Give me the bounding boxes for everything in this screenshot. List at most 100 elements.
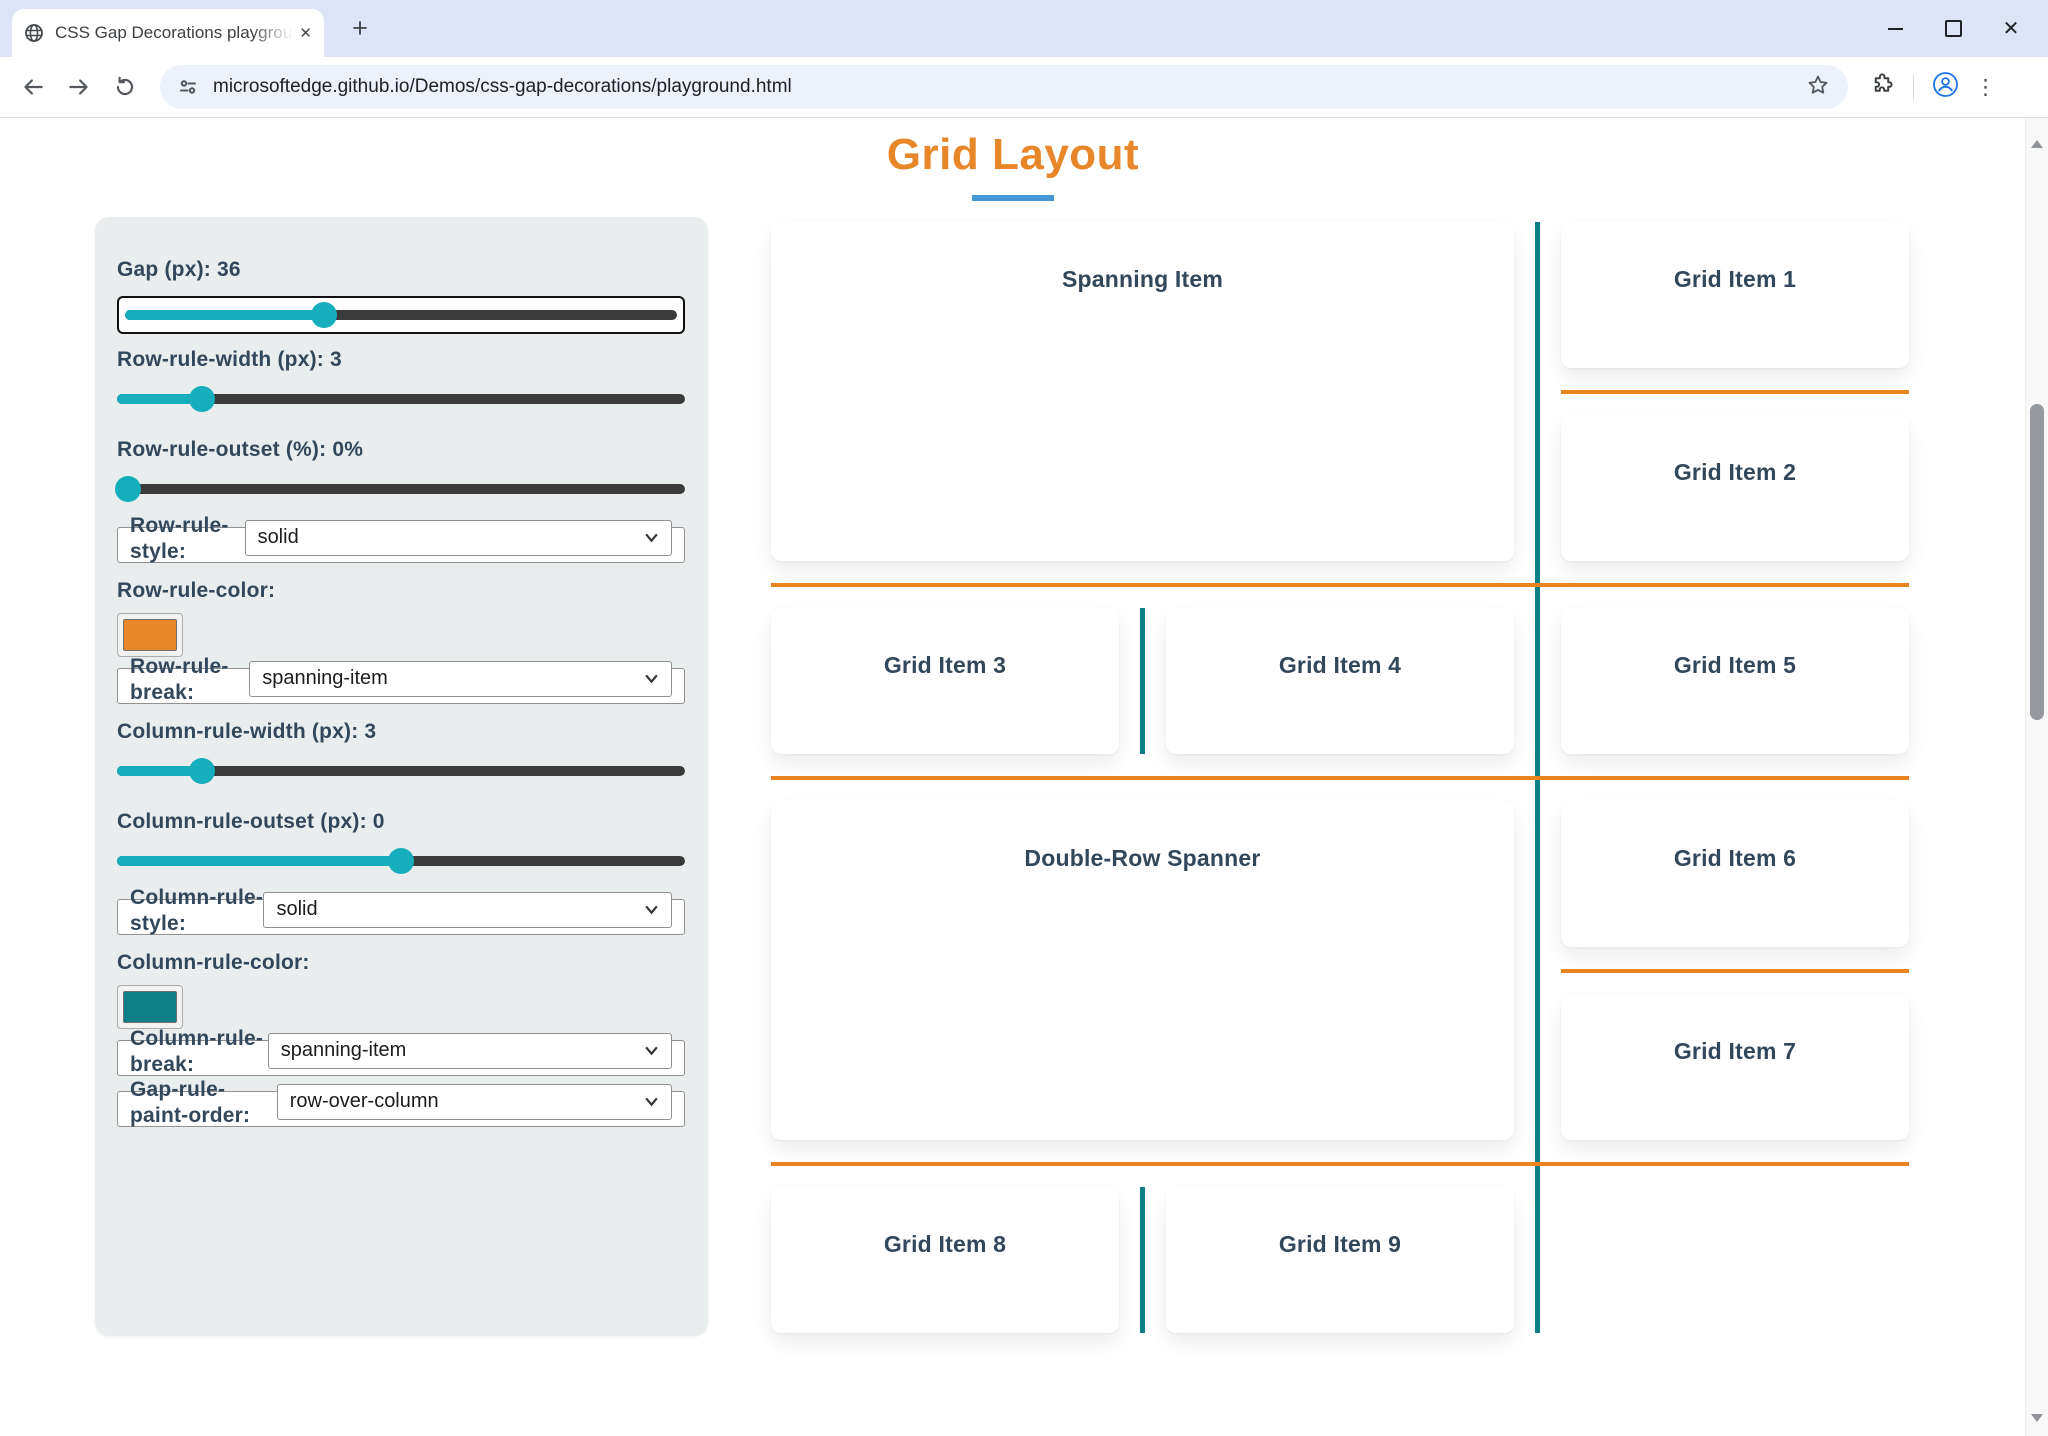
- column-rule-width-label: Column-rule-width (px): 3: [117, 720, 377, 743]
- slider-thumb[interactable]: [388, 848, 414, 874]
- row-rule: [771, 775, 1909, 780]
- row-rule-style-value: solid: [257, 526, 299, 548]
- scrollbar-thumb[interactable]: [2030, 404, 2044, 720]
- row-rule-color-label: Row-rule-color:: [117, 579, 276, 602]
- toolbar-separator: [1913, 74, 1914, 100]
- row-rule-width-label: Row-rule-width (px): 3: [117, 348, 342, 371]
- grid-item-grid-item-6: Grid Item 6: [1561, 801, 1909, 947]
- grid-item-grid-item-3: Grid Item 3: [771, 608, 1119, 754]
- chevron-down-icon: [645, 674, 658, 684]
- grid-item-label: Grid Item 7: [1673, 1038, 1797, 1064]
- row-rule: [1561, 968, 1909, 973]
- gap-label: Gap (px): 36: [117, 258, 241, 281]
- row-rule-break-select[interactable]: spanning-item: [249, 660, 672, 697]
- grid-item-label: Grid Item 8: [883, 1231, 1007, 1257]
- row-rule-outset-label: Row-rule-outset (%): 0%: [117, 438, 364, 461]
- grid-area: Spanning Item Grid Item 1 Grid Item 2 Grid …: [771, 222, 1909, 1333]
- grid-item-label: Grid Item 9: [1278, 1231, 1402, 1257]
- gap-rule-paint-order-select[interactable]: row-over-column: [276, 1083, 672, 1120]
- grid-item-double-row-spanner: Double-Row Spanner: [771, 801, 1514, 1140]
- chevron-down-icon: [645, 905, 658, 915]
- menu-kebab-icon[interactable]: ⋮: [1975, 75, 1996, 99]
- column-rule-style-label: Column-rule-style:: [130, 885, 264, 935]
- row-rule-color-swatch-color: [123, 619, 177, 651]
- window-close-button[interactable]: ✕: [2002, 17, 2020, 40]
- grid-item-label: Double-Row Spanner: [1024, 845, 1261, 871]
- browser-toolbar: microsoftedge.github.io/Demos/css-gap-de…: [0, 57, 2048, 118]
- grid-item-label: Grid Item 4: [1278, 652, 1402, 678]
- column-rule-color-swatch[interactable]: [117, 985, 183, 1029]
- slider-thumb[interactable]: [189, 758, 216, 784]
- forward-button[interactable]: [66, 74, 92, 100]
- grid-item-label: Grid Item 3: [883, 652, 1007, 678]
- grid-item-label: Grid Item 1: [1673, 266, 1797, 292]
- address-bar[interactable]: microsoftedge.github.io/Demos/css-gap-de…: [160, 65, 1848, 109]
- column-rule: [1140, 1187, 1145, 1333]
- gap-rule-paint-order-label: Gap-rule-paint-order:: [130, 1077, 251, 1127]
- gap-rule-paint-order-value: row-over-column: [289, 1090, 439, 1112]
- back-button[interactable]: [20, 74, 46, 100]
- column-rule-width-slider[interactable]: [117, 758, 685, 784]
- bookmark-star-icon[interactable]: [1806, 73, 1830, 102]
- row-rule-break-value: spanning-item: [262, 667, 388, 689]
- column-rule-outset-slider[interactable]: [117, 848, 685, 874]
- row-rule-width-slider[interactable]: [117, 386, 685, 412]
- scrollbar[interactable]: [2025, 118, 2048, 1436]
- favicon-globe-icon: [25, 24, 43, 42]
- column-rule: [1140, 608, 1145, 754]
- scroll-down-arrow-icon[interactable]: [2031, 1414, 2043, 1422]
- grid-item-label: Grid Item 6: [1673, 845, 1797, 871]
- column-rule-break-label: Column-rule-break:: [130, 1026, 264, 1076]
- grid-item-grid-item-2: Grid Item 2: [1561, 415, 1909, 561]
- slider-thumb[interactable]: [115, 476, 142, 502]
- slider-thumb[interactable]: [310, 302, 337, 328]
- row-rule: [771, 582, 1909, 587]
- row-rule: [771, 1161, 1909, 1166]
- grid-item-grid-item-4: Grid Item 4: [1166, 608, 1514, 754]
- reload-button[interactable]: [112, 74, 138, 100]
- window-minimize-button[interactable]: [1866, 0, 1924, 57]
- column-rule-style-select[interactable]: solid: [263, 891, 672, 928]
- column-rule-break-value: spanning-item: [280, 1039, 407, 1061]
- page-content: Grid Layout Gap (px): 36 Row-rule-width (…: [0, 118, 2026, 1436]
- chevron-down-icon: [645, 1046, 658, 1056]
- grid-item-spanning-item: Spanning Item: [771, 222, 1514, 561]
- grid-item-grid-item-1: Grid Item 1: [1561, 222, 1909, 368]
- browser-tab[interactable]: CSS Gap Decorations playgroun ✕: [12, 9, 324, 57]
- column-rule-color-swatch-color: [123, 991, 177, 1023]
- grid-item-label: Spanning Item: [1061, 266, 1224, 292]
- grid-item-grid-item-7: Grid Item 7: [1561, 994, 1909, 1140]
- profile-avatar[interactable]: [1932, 71, 1959, 103]
- grid-item-grid-item-5: Grid Item 5: [1561, 608, 1909, 754]
- row-rule-style-label: Row-rule-style:: [130, 513, 229, 563]
- slider-thumb[interactable]: [189, 386, 216, 412]
- tab-title: CSS Gap Decorations playgroun: [55, 23, 294, 42]
- tab-close-icon[interactable]: ✕: [299, 24, 312, 42]
- extensions-icon[interactable]: [1870, 72, 1895, 102]
- row-rule-outset-slider[interactable]: [115, 476, 685, 502]
- chevron-down-icon: [645, 533, 658, 543]
- gap-slider[interactable]: [117, 296, 685, 334]
- controls-panel: Gap (px): 36 Row-rule-width (px): 3 Row-ru…: [95, 217, 708, 1336]
- page-title: Grid Layout: [886, 130, 1140, 179]
- column-rule-outset-label: Column-rule-outset (px): 0: [117, 810, 385, 833]
- chevron-down-icon: [645, 1097, 658, 1107]
- url-text: microsoftedge.github.io/Demos/css-gap-de…: [213, 76, 792, 97]
- grid-item-grid-item-9: Grid Item 9: [1166, 1187, 1514, 1333]
- row-rule: [1561, 389, 1909, 394]
- site-settings-icon[interactable]: [178, 77, 198, 97]
- window-maximize-button[interactable]: [1924, 0, 1982, 57]
- row-rule-color-swatch[interactable]: [117, 613, 183, 657]
- grid-item-grid-item-8: Grid Item 8: [771, 1187, 1119, 1333]
- scroll-up-arrow-icon[interactable]: [2031, 140, 2043, 148]
- column-rule-break-select[interactable]: spanning-item: [267, 1032, 672, 1069]
- row-rule-style-select[interactable]: solid: [244, 519, 672, 556]
- new-tab-button[interactable]: +: [352, 13, 368, 43]
- column-rule-style-value: solid: [276, 898, 318, 920]
- grid-item-label: Grid Item 5: [1673, 652, 1797, 678]
- tab-strip: CSS Gap Decorations playgroun ✕ + ✕: [0, 0, 2048, 57]
- title-underline: [972, 195, 1054, 201]
- grid-item-label: Grid Item 2: [1673, 459, 1797, 485]
- column-rule-color-label: Column-rule-color:: [117, 951, 310, 974]
